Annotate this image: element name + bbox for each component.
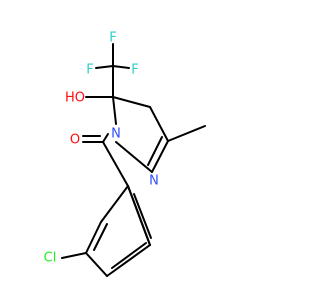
bond-ring-1: [100, 185, 129, 223]
atom-label-layer: F F F HO N N O Cl: [44, 31, 159, 266]
bond-c5-c4: [112, 96, 151, 108]
bond-ring-4-a: [106, 244, 151, 277]
bond-ring-cl: [61, 252, 87, 259]
bond-n1-c5: [112, 96, 117, 125]
bond-c3-methyl: [167, 125, 206, 142]
bond-ring-3: [85, 252, 108, 277]
atom-cl: Cl: [44, 251, 57, 266]
bond-ring-6-b: [133, 193, 152, 239]
atom-n2: N: [149, 174, 159, 189]
atom-f-top: F: [109, 31, 116, 46]
bond-ring-6-a: [127, 185, 151, 246]
bond-ring-2-b: [93, 223, 108, 251]
molecule-diagram: F F F HO N N O Cl: [44, 31, 206, 277]
bond-c3-n2-a: [151, 140, 169, 173]
bond-cf3-f-right: [112, 65, 130, 69]
bond-carbonyl-ring: [102, 141, 129, 187]
bond-c3-n2-b: [147, 136, 163, 166]
bond-n1-carbonyl: [102, 133, 109, 143]
bond-n2-n1: [115, 141, 153, 173]
bond-ring-2-a: [85, 221, 102, 254]
atom-o: O: [70, 133, 80, 148]
bond-c4-c3: [149, 106, 169, 142]
bond-cf3-f-left: [95, 65, 114, 69]
atom-n1: N: [111, 127, 121, 142]
atom-f-right: F: [131, 63, 138, 78]
atom-f-left: F: [86, 63, 93, 78]
bond-ring-4-b: [111, 242, 147, 269]
double-bond-layer: [82, 135, 169, 277]
atom-ho: HO: [65, 91, 85, 106]
bond-layer: [61, 43, 206, 277]
